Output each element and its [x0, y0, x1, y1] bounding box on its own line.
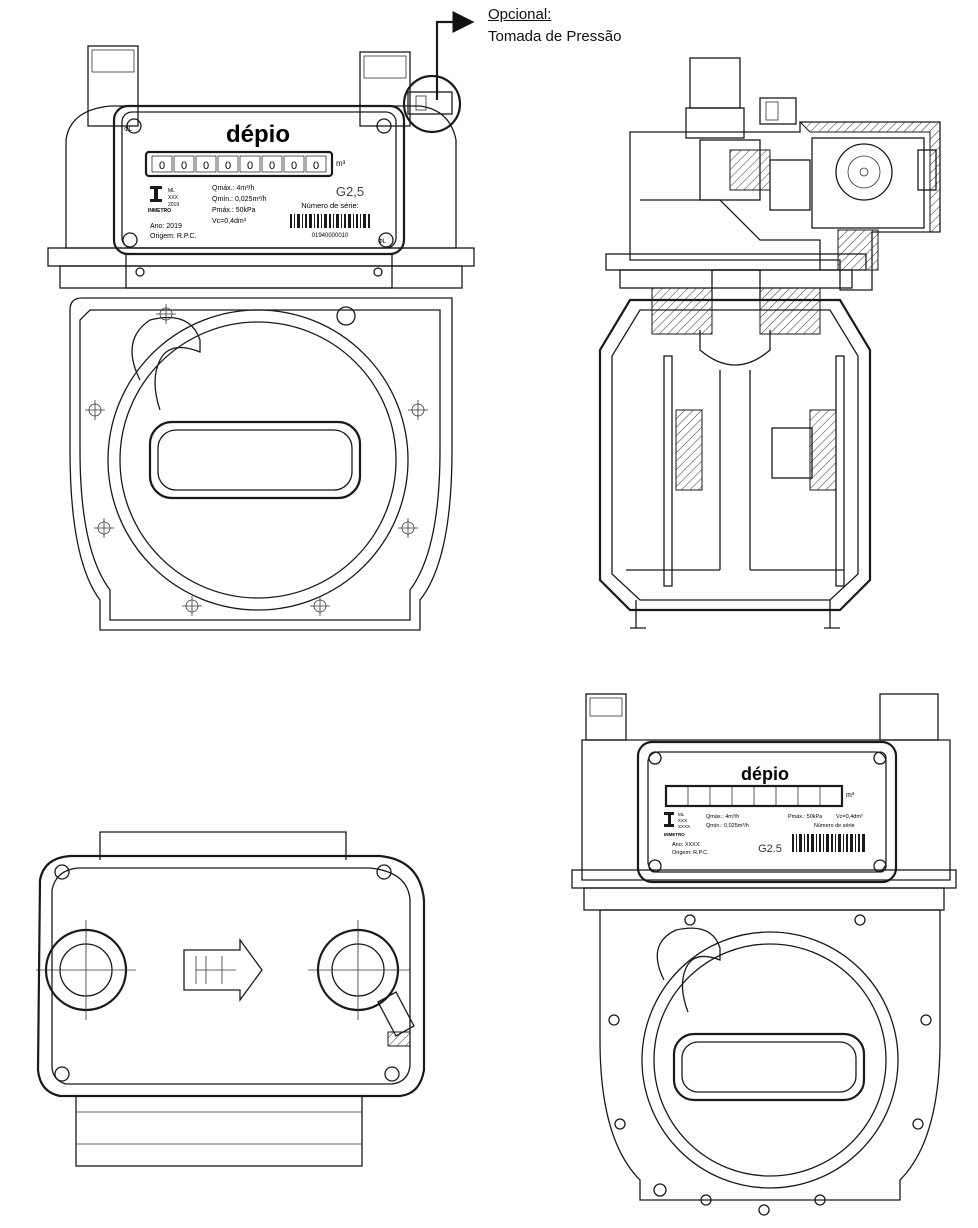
callout-subtitle: Tomada de Pressão	[488, 28, 622, 45]
serial-number-top: 01940000010	[312, 233, 349, 239]
brand-logo-top: dépio	[226, 121, 290, 148]
svg-text:0: 0	[203, 160, 209, 172]
ml-code-bottom: XXX	[678, 818, 687, 823]
qmin-bottom: Qmín.: 0,025m³/h	[706, 823, 749, 829]
front-view: ΦL ΦL dépio 0 0 0 0 0 0 0 0 m³ ML XXX 20…	[47, 45, 475, 631]
origin-bottom: Origem: R.P.C.	[672, 850, 709, 856]
origin-top: Origem: R.P.C.	[150, 233, 197, 240]
counter-unit-top: m³	[336, 159, 346, 168]
barcode-top	[290, 214, 370, 228]
vc-top: Vc=0,4dm³	[212, 218, 247, 225]
ml-label-bottom: ML	[678, 812, 685, 817]
front-nut-label-right: ΦL	[378, 239, 387, 245]
model-class-top: G2,5	[336, 184, 364, 199]
front-nut-label-left: ΦL	[124, 127, 133, 133]
vc-bottom: Vc=0,4dm³	[836, 814, 863, 820]
year-bottom: Ano: XXXX	[672, 842, 700, 848]
svg-text:0: 0	[247, 160, 253, 172]
svg-text:0: 0	[269, 160, 275, 172]
section-view	[598, 57, 941, 629]
serial-label-top: Número de série:	[301, 201, 359, 210]
perspective-view: dépio m³ ML XXX XXXX INMETRO Qmáx.: 4m³/…	[571, 693, 957, 1216]
certifier-bottom: INMETRO	[664, 832, 685, 837]
callout-title: Opcional:	[488, 6, 552, 23]
brand-logo-bottom: dépio	[741, 764, 789, 784]
pmax-bottom: Pmáx.: 50kPa	[788, 814, 823, 820]
svg-text:0: 0	[313, 160, 319, 172]
svg-text:0: 0	[225, 160, 231, 172]
qmax-top: Qmáx.: 4m³/h	[212, 185, 255, 192]
qmax-bottom: Qmáx.: 4m³/h	[706, 814, 739, 820]
ml-year-top: 2019	[168, 202, 179, 208]
counter-digits-top: 0 0 0 0 0 0 0 0	[151, 155, 327, 173]
pmax-top: Pmáx.: 50kPa	[212, 207, 256, 214]
svg-text:0: 0	[159, 160, 165, 172]
certifier-top: INMETRO	[148, 208, 171, 214]
pressure-tap-callout: Opcional: Tomada de Pressão	[488, 4, 621, 48]
svg-text:0: 0	[291, 160, 297, 172]
ml-year-bottom: XXXX	[678, 824, 690, 829]
counter-unit-bottom: m³	[846, 792, 855, 799]
qmin-top: Qmín.: 0,025m³/h	[212, 196, 267, 203]
top-view	[36, 831, 426, 1167]
ml-code-top: XXX	[168, 195, 179, 201]
ml-label-top: ML	[168, 188, 175, 194]
svg-text:0: 0	[181, 160, 187, 172]
callout-leader	[402, 11, 475, 134]
serial-label-bottom: Número de série	[814, 823, 855, 829]
year-top: Ano: 2019	[150, 223, 182, 230]
barcode-bottom	[792, 834, 865, 852]
model-class-bottom: G2.5	[758, 843, 782, 855]
